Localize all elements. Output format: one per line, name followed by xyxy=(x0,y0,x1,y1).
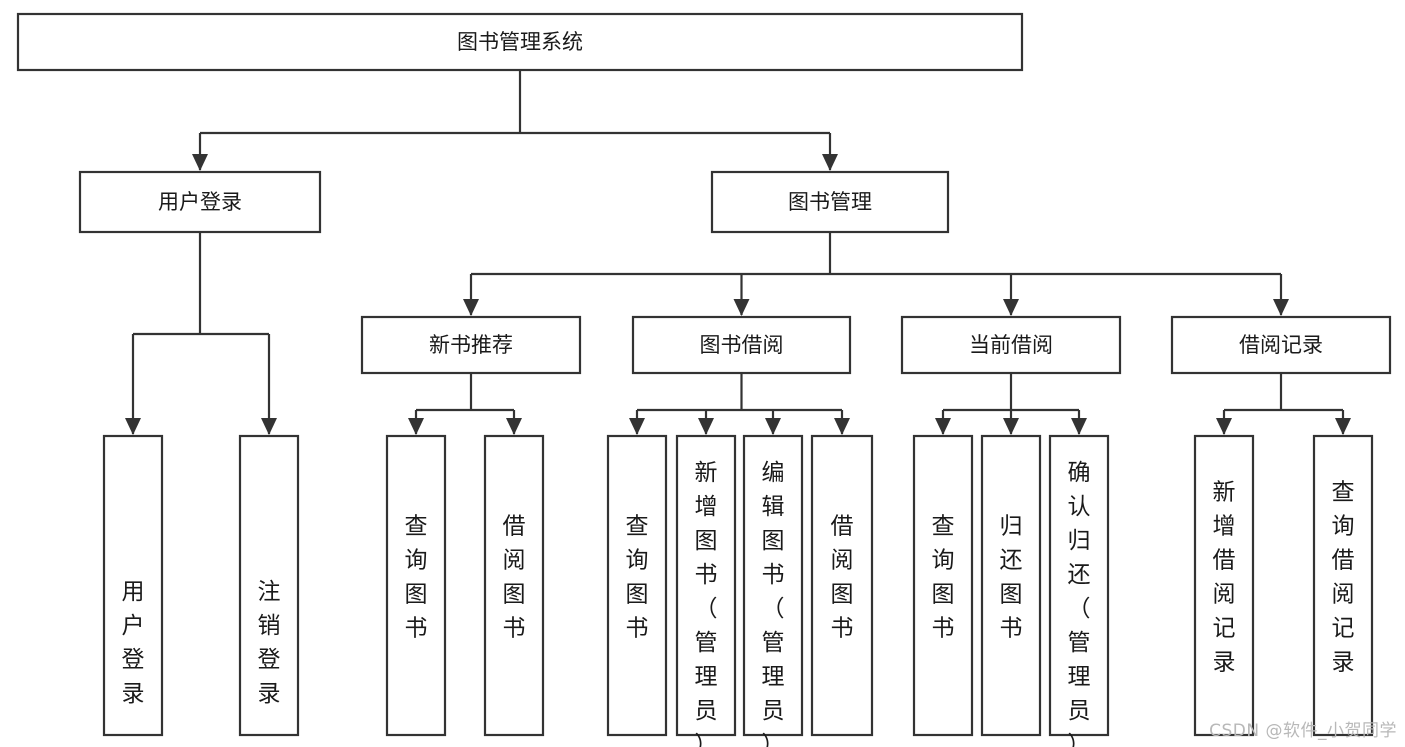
node-leaf-8[interactable]: 查询图书 xyxy=(912,434,974,737)
node-level2-1[interactable]: 图书管理 xyxy=(710,170,950,234)
node-leaf-1[interactable]: 注销登录 xyxy=(238,434,300,737)
node-box[interactable] xyxy=(483,434,545,737)
node-leaf-11[interactable]: 新增借阅记录 xyxy=(1193,434,1255,737)
arrow-head-icon xyxy=(629,418,645,435)
node-box[interactable] xyxy=(742,434,804,737)
node-leaf-2[interactable]: 查询图书 xyxy=(385,434,447,737)
nodes-layer: 图书管理系统用户登录图书管理新书推荐图书借阅当前借阅借阅记录用户登录注销登录查询… xyxy=(16,12,1392,747)
node-label: 归还图书 xyxy=(1000,514,1023,642)
arrow-head-icon xyxy=(506,418,522,435)
node-root-0[interactable]: 图书管理系统 xyxy=(16,12,1024,72)
node-box[interactable] xyxy=(102,434,164,737)
node-box[interactable] xyxy=(912,434,974,737)
node-label: 用户登录 xyxy=(158,190,242,214)
node-leaf-0[interactable]: 用户登录 xyxy=(102,434,164,737)
node-leaf-12[interactable]: 查询借阅记录 xyxy=(1312,434,1374,737)
node-box[interactable] xyxy=(710,170,950,234)
watermark-text: CSDN @软件_小贺同学 xyxy=(1209,721,1397,741)
arrow-head-icon xyxy=(822,154,838,171)
node-label: 借阅记录 xyxy=(1239,333,1323,357)
edges-layer xyxy=(125,70,1351,435)
node-level3-2[interactable]: 当前借阅 xyxy=(900,315,1122,375)
node-box[interactable] xyxy=(238,434,300,737)
arrow-head-icon xyxy=(408,418,424,435)
arrow-head-icon xyxy=(834,418,850,435)
node-label: 查询借阅记录 xyxy=(1332,480,1355,676)
node-label: 注销登录 xyxy=(258,579,281,707)
arrow-head-icon xyxy=(1216,418,1232,435)
node-label: 新增借阅记录 xyxy=(1213,480,1236,676)
node-label: 借阅图书 xyxy=(503,514,526,642)
arrow-head-icon xyxy=(125,418,141,435)
node-leaf-9[interactable]: 归还图书 xyxy=(980,434,1042,737)
node-box[interactable] xyxy=(1312,434,1374,737)
node-leaf-5[interactable]: 新增图书（管理员） xyxy=(675,434,737,747)
node-label: 用户登录 xyxy=(122,579,145,707)
arrow-head-icon xyxy=(765,418,781,435)
node-box[interactable] xyxy=(606,434,668,737)
node-box[interactable] xyxy=(385,434,447,737)
arrow-head-icon xyxy=(1071,418,1087,435)
arrow-head-icon xyxy=(1273,299,1289,316)
node-leaf-10[interactable]: 确认归还（管理员） xyxy=(1048,434,1110,747)
node-label: 编辑图书（管理员） xyxy=(762,460,785,747)
node-level3-3[interactable]: 借阅记录 xyxy=(1170,315,1392,375)
node-leaf-6[interactable]: 编辑图书（管理员） xyxy=(742,434,804,747)
node-box[interactable] xyxy=(810,434,874,737)
node-box[interactable] xyxy=(78,170,322,234)
arrow-head-icon xyxy=(1003,299,1019,316)
node-level2-0[interactable]: 用户登录 xyxy=(78,170,322,234)
arrow-head-icon xyxy=(192,154,208,171)
node-box[interactable] xyxy=(16,12,1024,72)
node-box[interactable] xyxy=(980,434,1042,737)
node-box[interactable] xyxy=(360,315,582,375)
node-label: 图书管理 xyxy=(788,190,872,214)
arrow-head-icon xyxy=(1335,418,1351,435)
node-label: 图书管理系统 xyxy=(457,30,583,54)
arrow-head-icon xyxy=(1003,418,1019,435)
arrow-head-icon xyxy=(261,418,277,435)
node-label: 查询图书 xyxy=(405,514,428,642)
node-leaf-7[interactable]: 借阅图书 xyxy=(810,434,874,737)
node-box[interactable] xyxy=(1170,315,1392,375)
node-label: 新书推荐 xyxy=(429,333,513,357)
node-label: 查询图书 xyxy=(626,514,649,642)
node-label: 查询图书 xyxy=(932,514,955,642)
node-leaf-4[interactable]: 查询图书 xyxy=(606,434,668,737)
node-box[interactable] xyxy=(631,315,852,375)
arrow-head-icon xyxy=(935,418,951,435)
node-label: 图书借阅 xyxy=(700,333,784,357)
node-level3-0[interactable]: 新书推荐 xyxy=(360,315,582,375)
node-box[interactable] xyxy=(900,315,1122,375)
arrow-head-icon xyxy=(733,299,750,316)
node-box[interactable] xyxy=(675,434,737,737)
node-label: 确认归还（管理员） xyxy=(1068,460,1091,747)
node-label: 新增图书（管理员） xyxy=(695,460,718,747)
node-leaf-3[interactable]: 借阅图书 xyxy=(483,434,545,737)
node-label: 当前借阅 xyxy=(969,333,1053,357)
node-box[interactable] xyxy=(1048,434,1110,737)
arrow-head-icon xyxy=(698,418,714,435)
arrow-head-icon xyxy=(463,299,479,316)
node-box[interactable] xyxy=(1193,434,1255,737)
node-level3-1[interactable]: 图书借阅 xyxy=(631,315,852,375)
node-label: 借阅图书 xyxy=(831,514,854,642)
